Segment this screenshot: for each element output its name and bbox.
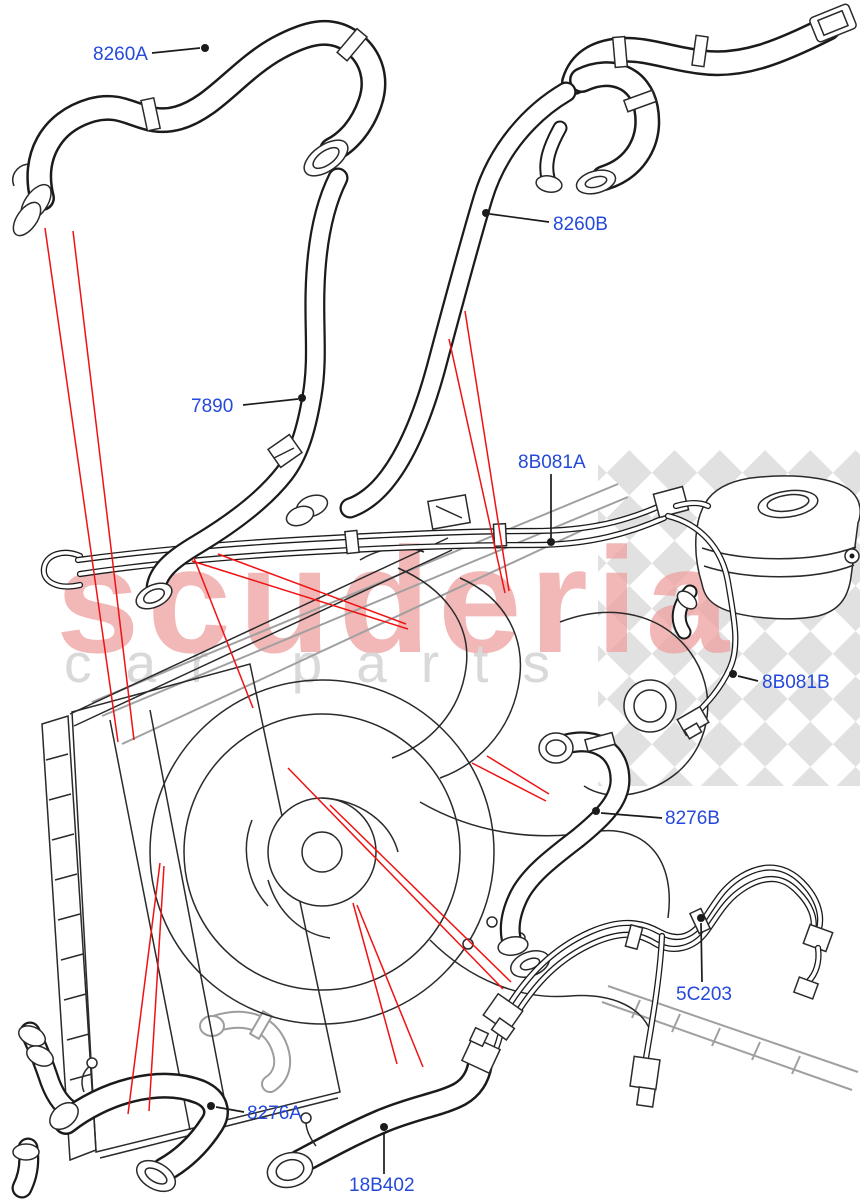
leader-dot xyxy=(201,44,209,52)
part-label-8B081B[interactable]: 8B081B xyxy=(762,672,830,693)
part-label-8260A[interactable]: 8260A xyxy=(93,44,148,65)
label-group-8276B: 8276B xyxy=(592,807,720,829)
leader-dot xyxy=(592,807,600,815)
hose-8260B xyxy=(339,3,857,519)
radiator xyxy=(41,537,453,1162)
leader-dot xyxy=(298,394,306,402)
part-label-18B402[interactable]: 18B402 xyxy=(349,1175,415,1196)
part-label-8260B[interactable]: 8260B xyxy=(553,214,608,235)
leader-line xyxy=(215,1106,245,1113)
part-label-8B081A[interactable]: 8B081A xyxy=(518,452,586,473)
leader-dot xyxy=(207,1102,215,1110)
part-label-7890[interactable]: 7890 xyxy=(191,396,233,417)
part-label-8276A[interactable]: 8276A xyxy=(247,1103,302,1124)
hose-7890 xyxy=(135,167,349,610)
leader-line xyxy=(700,922,703,983)
hose-8260A xyxy=(12,19,387,237)
part-label-5C203[interactable]: 5C203 xyxy=(676,984,732,1005)
leader-dot xyxy=(482,209,490,217)
leader-line xyxy=(242,398,299,406)
label-group-8B081B: 8B081B xyxy=(729,670,830,693)
red-locator-lines xyxy=(44,227,550,1115)
hose-8276A xyxy=(11,1021,229,1199)
expansion-tank xyxy=(671,475,860,640)
label-group-8276A: 8276A xyxy=(207,1102,302,1124)
leader-line xyxy=(489,213,550,223)
label-group-8260A: 8260A xyxy=(93,44,209,65)
leader-dot xyxy=(729,670,737,678)
leader-line xyxy=(600,812,663,819)
leader-line xyxy=(151,47,201,54)
label-group-18B402: 18B402 xyxy=(349,1123,415,1196)
hose-18B402 xyxy=(266,1026,502,1189)
label-group-8260B: 8260B xyxy=(482,209,608,235)
leader-dot xyxy=(697,914,705,922)
watermark-subtitle: car parts xyxy=(64,632,584,694)
hose-8276B xyxy=(497,731,631,978)
cooling-fan xyxy=(149,679,495,1025)
label-group-8B081A: 8B081A xyxy=(518,452,586,546)
leader-line xyxy=(737,675,759,682)
label-group-5C203: 5C203 xyxy=(676,914,732,1005)
leader-dot xyxy=(380,1123,388,1131)
leader-dot xyxy=(547,538,555,546)
label-group-7890: 7890 xyxy=(191,394,306,417)
part-label-8276B[interactable]: 8276B xyxy=(665,808,720,829)
